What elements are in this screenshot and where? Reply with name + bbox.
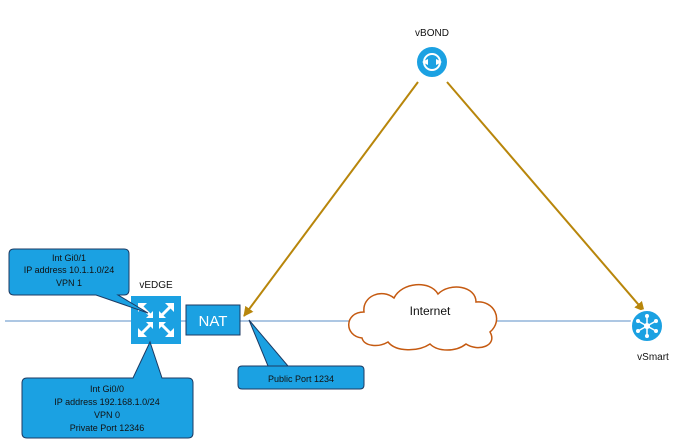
callout-gi01-line-3: VPN 1 [56,278,82,288]
arrow-vbond-to-vedge [243,81,419,317]
callout-gi00: Int Gi0/0 IP address 192.168.1.0/24 VPN … [21,340,194,439]
callout-gi00-line-4: Private Port 12346 [70,423,145,433]
callout-gi01: Int Gi0/1 IP address 10.1.1.0/24 VPN 1 [8,248,149,314]
vbond-node[interactable]: vBOND [415,28,449,79]
callout-gi00-line-3: VPN 0 [94,410,120,420]
internet-label: Internet [410,304,451,318]
callout-gi01-line-1: Int Gi0/1 [52,253,86,263]
nat-box[interactable]: NAT [185,304,241,336]
arrow-vbond-to-vsmart [446,81,645,312]
vedge-label: vEDGE [139,280,173,291]
callout-gi01-line-2: IP address 10.1.1.0/24 [24,265,114,275]
callout-gi00-line-1: Int Gi0/0 [90,384,124,394]
nat-label: NAT [199,313,228,330]
vedge-node[interactable]: vEDGE [131,280,181,344]
vsmart-label: vSmart [637,352,669,363]
vbond-label: vBOND [415,28,449,39]
callout-public-port-line-1: Public Port 1234 [268,374,334,384]
internet-cloud: Internet [348,284,498,351]
callout-public-port: Public Port 1234 [237,319,365,390]
vbond-icon [415,45,449,79]
vsmart-node[interactable]: vSmart [630,309,669,363]
callout-gi00-line-2: IP address 192.168.1.0/24 [54,397,159,407]
